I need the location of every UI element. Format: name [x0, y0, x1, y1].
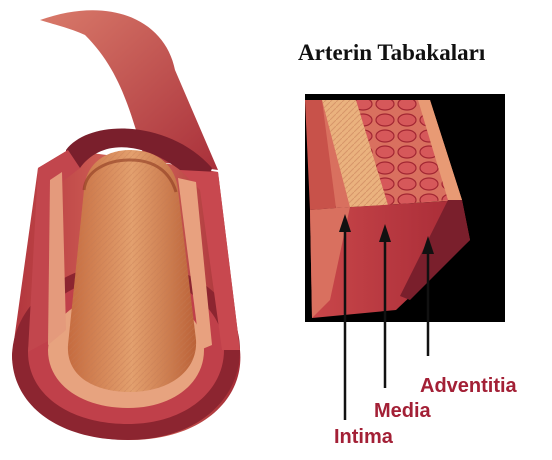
label-media: Media — [374, 400, 431, 423]
diagram-title: Arterin Tabakaları — [298, 40, 485, 66]
label-adventitia: Adventitia — [420, 375, 517, 398]
inset-layer-view — [305, 94, 505, 322]
label-intima: Intima — [334, 426, 393, 449]
artery-cross-section — [12, 10, 240, 440]
